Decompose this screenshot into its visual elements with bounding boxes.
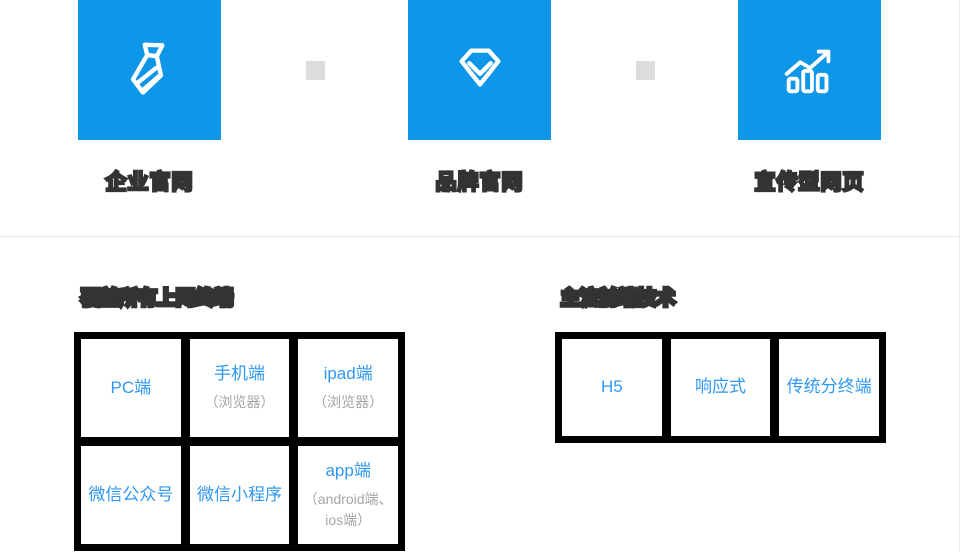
grid-cell-traditional: 传统分终端 [779,339,879,436]
terminals-heading: 覆盖所有上网终端 [79,286,235,311]
grid-cell-responsive: 响应式 [670,339,771,436]
cell-subtitle: （浏览器） [313,394,384,411]
grid-cell-mobile: 手机端 （浏览器） [189,339,290,437]
grid-cell-app: app端 （android端、ios端） [298,446,398,544]
spacer-square-icon [306,61,325,80]
feature-label: 宣传型网页 [753,170,865,196]
chart-up-icon [779,39,841,101]
terminals-grid: PC端 手机端 （浏览器） ipad端 （浏览器） 微信公众号 微信小程序 ap… [74,332,405,551]
cell-title: PC端 [110,377,152,397]
cell-title: 微信公众号 [88,484,174,504]
grid-cell-h5: H5 [562,339,662,436]
diamond-icon [449,39,511,101]
tech-heading: 主流前端技术 [559,286,677,311]
cell-title: 手机端 [213,364,265,384]
feature-tile [408,0,551,140]
feature-tile [738,0,881,140]
feature-label: 企业官网 [104,170,194,196]
grid-cell-wechat-official: 微信公众号 [81,446,181,544]
cell-title: H5 [600,377,623,397]
cell-title: app端 [325,461,371,481]
feature-label: 品牌官网 [434,170,524,196]
cell-subtitle: （浏览器） [204,394,275,411]
grid-cell-ipad: ipad端 （浏览器） [298,339,398,437]
feature-card-brand: 品牌官网 [408,0,551,196]
feature-card-corporate: 企业官网 [78,0,221,196]
tech-grid: H5 响应式 传统分终端 [555,332,886,443]
cell-title: 响应式 [694,377,746,397]
section-divider [0,236,959,237]
grid-cell-wechat-miniprogram: 微信小程序 [189,446,290,544]
grid-cell-pc: PC端 [81,339,181,437]
feature-card-promo: 宣传型网页 [738,0,881,196]
cell-title: 微信小程序 [196,484,282,504]
tie-icon [119,39,181,101]
spacer-square-icon [636,61,655,80]
feature-tile [78,0,221,140]
cell-title: 传统分终端 [786,377,872,397]
cell-title: ipad端 [323,364,373,384]
cell-subtitle: （android端、ios端） [303,491,393,528]
